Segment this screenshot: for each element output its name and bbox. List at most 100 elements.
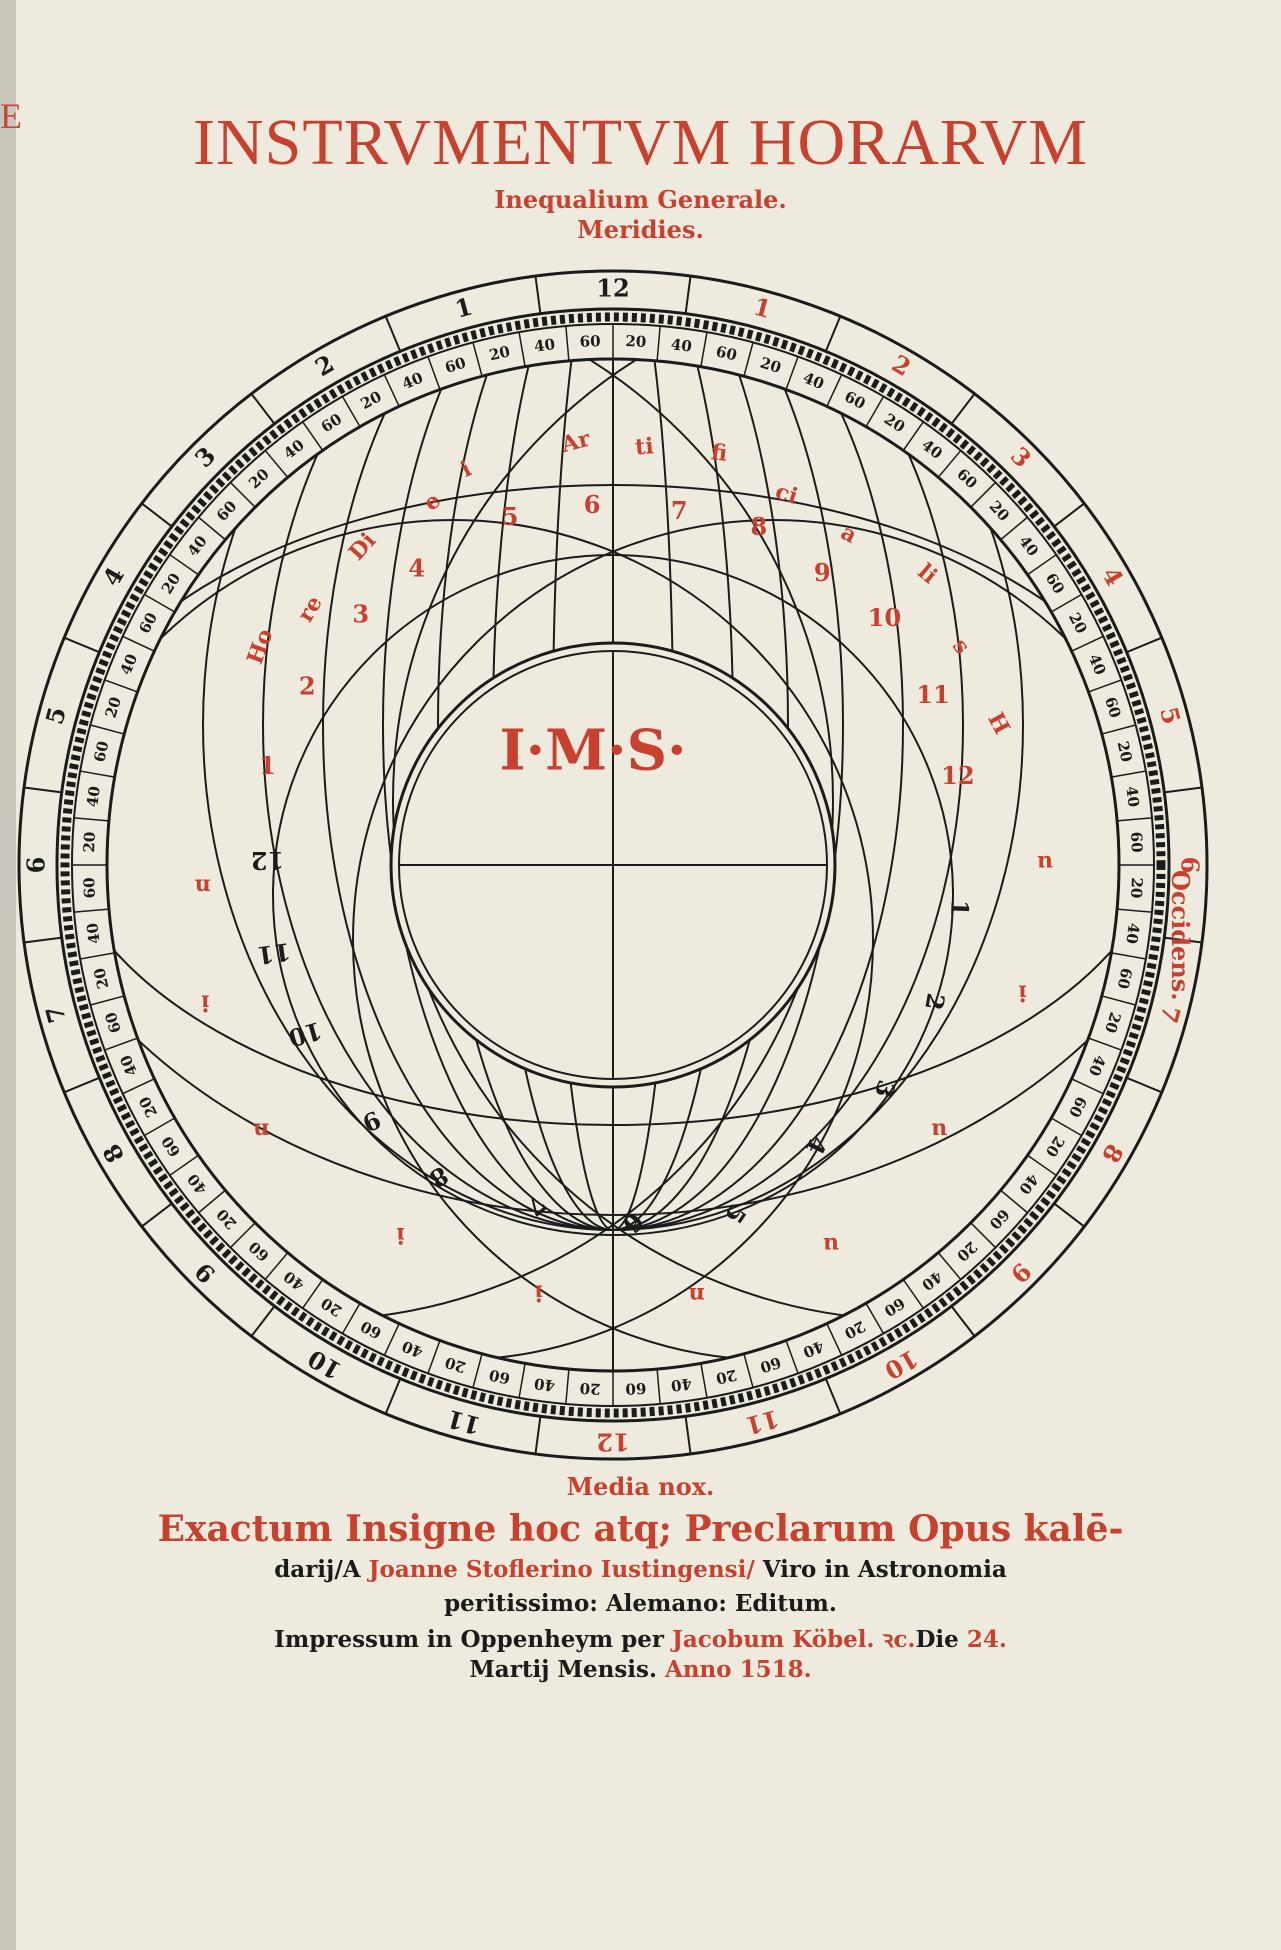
degree-label: 20	[90, 966, 112, 990]
degree-divider	[341, 396, 361, 428]
night-hour-letter: n	[689, 1282, 705, 1308]
degree-label: 40	[800, 1337, 826, 1362]
degree-label: 20	[1114, 739, 1136, 763]
degree-label: 20	[443, 1353, 468, 1376]
degree-divider	[302, 421, 324, 451]
hour-divider	[534, 275, 542, 314]
hour-divider	[1053, 1202, 1085, 1228]
degree-label: 20	[158, 570, 184, 597]
night-hour-letter: i	[201, 989, 209, 1015]
degree-label: 60	[625, 1379, 647, 1398]
degree-label: 60	[135, 610, 161, 637]
degree-label: 20	[102, 695, 125, 720]
day-hour-numeral: 10	[868, 603, 901, 632]
degree-divider	[518, 1363, 526, 1398]
day-hour-numeral: 7	[671, 496, 688, 525]
degree-label: 40	[533, 1374, 556, 1395]
night-hour-letter: u	[931, 1118, 947, 1144]
degree-label: 40	[670, 1374, 693, 1395]
hour-divider	[63, 636, 100, 654]
degree-divider	[743, 342, 754, 377]
degree-divider	[1117, 908, 1153, 913]
degree-label: 60	[953, 465, 981, 492]
degree-label: 40	[399, 1337, 425, 1362]
degree-divider	[169, 1154, 199, 1176]
degree-label: 20	[245, 465, 273, 492]
degree-divider	[937, 1252, 962, 1280]
hour-divider	[824, 1378, 842, 1415]
degree-divider	[937, 450, 962, 478]
outer-hour-numeral: 4	[1096, 562, 1129, 591]
degree-divider	[1027, 1154, 1057, 1176]
degree-divider	[427, 1340, 441, 1374]
degree-label: 40	[1085, 651, 1110, 677]
degree-label: 40	[83, 785, 104, 808]
day-hour-numeral: 4	[408, 553, 425, 582]
degree-divider	[865, 1302, 885, 1334]
degree-label: 40	[184, 1170, 211, 1198]
degree-label: 20	[213, 1205, 240, 1233]
hore-diei-artificialis-letter: ci	[772, 478, 801, 509]
hour-divider	[23, 936, 62, 944]
degree-label: 40	[184, 532, 211, 560]
hour-divider	[1053, 502, 1085, 528]
outer-hour-numeral: 7	[39, 1003, 71, 1027]
degree-divider	[565, 325, 570, 361]
outer-hour-numeral: 1	[751, 291, 775, 323]
degree-divider	[383, 374, 400, 407]
degree-label: 40	[280, 1267, 308, 1294]
night-hour-numeral: 4	[800, 1131, 833, 1159]
horizon-arc	[108, 484, 1118, 1126]
degree-divider	[902, 421, 924, 451]
degree-divider	[302, 1279, 324, 1309]
degree-label: 40	[83, 922, 104, 945]
colophon-text: Martij Mensis.	[469, 1656, 665, 1683]
night-hour-numeral: 2	[919, 991, 950, 1012]
degree-label: 20	[953, 1238, 981, 1265]
degree-label: 20	[487, 342, 511, 364]
degree-label: 20	[80, 831, 99, 853]
outer-hour-numeral: 1	[452, 291, 476, 323]
degree-label: 60	[1101, 695, 1124, 720]
day-hour-numeral: 9	[814, 558, 831, 587]
degree-divider	[104, 679, 138, 693]
hour-divider	[141, 502, 173, 528]
colophon-line-5: Martij Mensis. Anno 1518.	[0, 1656, 1281, 1683]
day-hour-numeral: 1	[259, 751, 276, 780]
colophon-line-2: darij/A Joanne Stoflerino Iustingensi/ V…	[0, 1556, 1281, 1583]
outer-hour-numeral: 8	[97, 1139, 130, 1168]
degree-label: 60	[90, 739, 112, 763]
horizon-arc	[108, 360, 1118, 1216]
outer-hour-numeral: 4	[97, 562, 130, 591]
degree-label: 20	[135, 1094, 161, 1121]
degree-divider	[144, 593, 176, 613]
degree-label: 60	[487, 1366, 511, 1388]
degree-label: 20	[1065, 610, 1091, 637]
degree-label: 60	[245, 1238, 273, 1265]
outer-ring	[17, 269, 1209, 1461]
outer-hour-numeral: 12	[596, 274, 629, 303]
night-hour-numeral: 1	[945, 899, 975, 917]
degree-label: 40	[1085, 1052, 1110, 1078]
hore-diei-artificialis-letter: a	[836, 519, 861, 549]
degree-label: 60	[842, 387, 869, 413]
hore-diei-artificialis-letter: H	[982, 708, 1015, 739]
degree-divider	[90, 724, 125, 735]
hour-divider	[824, 315, 842, 352]
hour-divider	[63, 1076, 100, 1094]
degree-label: 40	[670, 335, 693, 356]
night-hour-letter: i	[534, 1279, 542, 1305]
night-hour-letter: n	[195, 874, 211, 900]
degree-divider	[198, 516, 226, 541]
outer-hour-numeral: 8	[1096, 1139, 1129, 1168]
degree-label: 20	[625, 332, 647, 351]
hour-divider	[23, 786, 62, 794]
day-hour-numeral: 8	[750, 512, 767, 541]
hour-divider	[384, 315, 402, 352]
degree-divider	[264, 1252, 289, 1280]
degree-label: 60	[758, 1353, 783, 1376]
hour-divider	[250, 393, 276, 425]
hour-divider	[950, 1305, 976, 1337]
night-hour-numeral: 10	[285, 1016, 325, 1053]
degree-label: 40	[1015, 532, 1042, 560]
